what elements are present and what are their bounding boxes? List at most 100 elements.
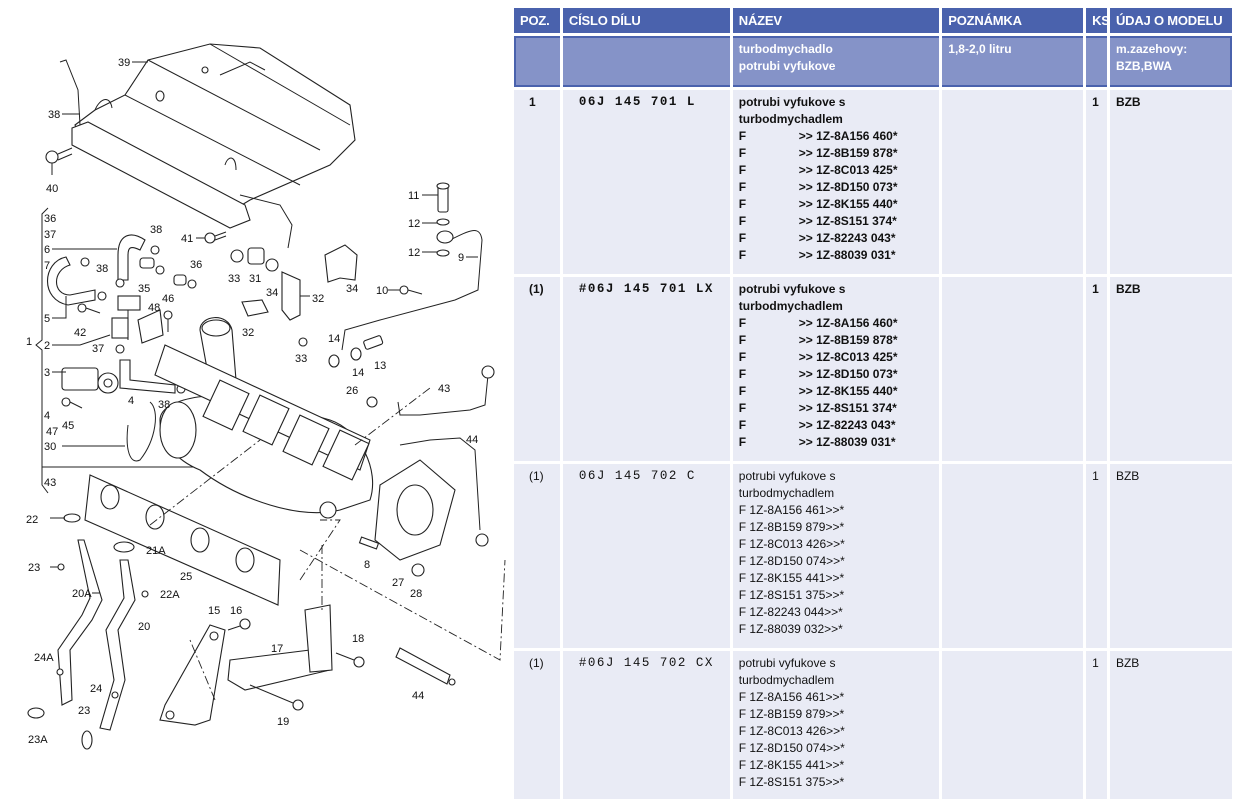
hose-31[interactable] — [281, 271, 301, 321]
sealant-tube-46[interactable] — [395, 647, 456, 686]
callout-35[interactable]: 34 — [346, 283, 358, 295]
bolt-43[interactable] — [77, 303, 101, 314]
bolt-16[interactable] — [227, 618, 251, 631]
hose-5[interactable] — [46, 256, 96, 306]
nut-26[interactable] — [366, 396, 378, 408]
callout-43-list[interactable]: 43 — [44, 477, 56, 489]
bolt-42[interactable] — [204, 231, 227, 244]
callout-23A[interactable]: 23A — [28, 734, 48, 746]
hose-4[interactable] — [119, 359, 176, 394]
bracket-rail-part[interactable] — [59, 59, 293, 249]
callout-12-a[interactable]: 12 — [408, 218, 420, 230]
callout-37[interactable]: 36 — [190, 259, 202, 271]
callout-38-d[interactable]: 38 — [96, 263, 108, 275]
table-row[interactable]: (1) 06J 145 702 C potrubi vyfukove s tur… — [514, 461, 1232, 648]
bolt-19[interactable] — [249, 684, 304, 711]
row-part-no[interactable]: #06J 145 701 LX — [562, 274, 730, 461]
table-row[interactable]: (1) #06J 145 702 CX potrubi vyfukove s t… — [514, 648, 1232, 799]
bracket-15[interactable] — [159, 624, 226, 726]
gasket-25[interactable] — [84, 474, 281, 606]
gasket-27[interactable] — [374, 459, 456, 561]
pipe-9[interactable] — [341, 230, 483, 351]
callout-40[interactable]: 39 — [118, 57, 130, 69]
callout-23[interactable]: 23 — [78, 705, 90, 717]
row-part-no[interactable]: 06J 145 701 L — [562, 87, 730, 274]
callout-30[interactable]: 31 — [249, 273, 261, 285]
callout-22[interactable]: 22A — [160, 589, 180, 601]
column-header-part-no[interactable]: CÍSLO DÍLU — [562, 8, 730, 36]
callout-32[interactable]: 32 — [242, 327, 254, 339]
stud-8[interactable] — [358, 536, 380, 550]
callout-2[interactable]: 2 — [44, 340, 50, 352]
callout-16[interactable]: 16 — [230, 605, 242, 617]
hose-6[interactable] — [117, 234, 146, 281]
callout-48[interactable]: 46 — [162, 293, 174, 305]
callout-25[interactable]: 25 — [180, 571, 192, 583]
fitting-37[interactable] — [173, 274, 197, 289]
callout-12-b[interactable]: 12 — [408, 247, 420, 259]
pipe-20A[interactable] — [57, 539, 103, 706]
callout-11[interactable]: 11 — [408, 190, 419, 202]
callout-28[interactable]: 28 — [410, 588, 422, 600]
valve-2[interactable] — [111, 295, 141, 340]
callout-20[interactable]: 20 — [138, 621, 150, 633]
bolts-22-24[interactable] — [56, 563, 149, 699]
bolt-10[interactable] — [399, 285, 423, 295]
column-header-name[interactable]: NÁZEV — [732, 8, 940, 36]
pipe-44[interactable] — [397, 374, 489, 416]
callout-36-list[interactable]: 36 — [44, 213, 56, 225]
callout-21[interactable]: 21A — [146, 545, 166, 557]
callout-14-a[interactable]: 14 — [328, 333, 340, 345]
callout-1[interactable]: 1 — [26, 336, 32, 348]
gasket-21[interactable] — [63, 513, 135, 553]
callout-3[interactable]: 3 — [44, 367, 50, 379]
callout-7-list[interactable]: 7 — [44, 260, 50, 272]
callout-15[interactable]: 15 — [208, 605, 220, 617]
row-part-no[interactable]: #06J 145 702 CX — [562, 648, 730, 799]
callout-38-c[interactable]: 38 — [150, 224, 162, 236]
callout-44[interactable]: 43 — [438, 383, 450, 395]
valve-3[interactable] — [61, 367, 119, 394]
callout-39[interactable]: 38 — [48, 109, 60, 121]
fitting-30[interactable] — [247, 247, 265, 265]
callout-34-b[interactable]: 34 — [266, 287, 278, 299]
callout-29[interactable]: 30 — [44, 441, 56, 453]
callout-33[interactable]: 33 — [295, 353, 307, 365]
callout-45[interactable]: 44 — [466, 434, 478, 446]
washer-12[interactable] — [436, 218, 450, 257]
callout-31[interactable]: 32 — [312, 293, 324, 305]
callout-41[interactable]: 40 — [46, 183, 58, 195]
callout-38-a[interactable]: 37 — [92, 343, 104, 355]
callout-46[interactable]: 44 — [412, 690, 424, 702]
banjo-bolt-13[interactable] — [363, 335, 384, 350]
callout-14-b[interactable]: 14 — [352, 367, 364, 379]
column-header-model[interactable]: ÚDAJ O MODELU — [1109, 8, 1232, 36]
callout-24[interactable]: 24 — [90, 683, 102, 695]
callout-8[interactable]: 8 — [364, 559, 370, 571]
callout-24A[interactable]: 24A — [34, 652, 54, 664]
callout-6[interactable]: 6 — [44, 244, 50, 256]
bolt-18[interactable] — [335, 652, 365, 668]
callout-4[interactable]: 4 — [128, 395, 134, 407]
callout-17[interactable]: 17 — [271, 643, 283, 655]
bolt-48[interactable] — [163, 310, 173, 332]
column-header-qty[interactable]: KS — [1086, 8, 1110, 36]
callout-47[interactable]: 45 — [62, 420, 74, 432]
callout-26[interactable]: 26 — [346, 385, 358, 397]
flange-32[interactable] — [241, 299, 269, 317]
bolt-41[interactable] — [45, 147, 73, 164]
row-part-no[interactable]: 06J 145 702 C — [562, 461, 730, 648]
table-row[interactable]: 1 06J 145 701 L potrubi vyfukove s turbo… — [514, 87, 1232, 274]
bracket-35[interactable] — [324, 244, 358, 283]
table-row[interactable]: (1) #06J 145 701 LX potrubi vyfukove s t… — [514, 274, 1232, 461]
bolt-47[interactable] — [61, 397, 83, 409]
gasket-23[interactable] — [27, 707, 93, 750]
bracket-7[interactable] — [137, 309, 164, 344]
callout-27[interactable]: 27 — [392, 577, 404, 589]
callout-19[interactable]: 19 — [277, 716, 289, 728]
callout-7[interactable]: 48 — [148, 302, 160, 314]
turbocharger-manifold[interactable] — [154, 317, 374, 519]
callout-38-b[interactable]: 38 — [158, 399, 170, 411]
callout-34[interactable]: 33 — [228, 273, 240, 285]
column-header-pos[interactable]: POZ. — [514, 8, 560, 36]
